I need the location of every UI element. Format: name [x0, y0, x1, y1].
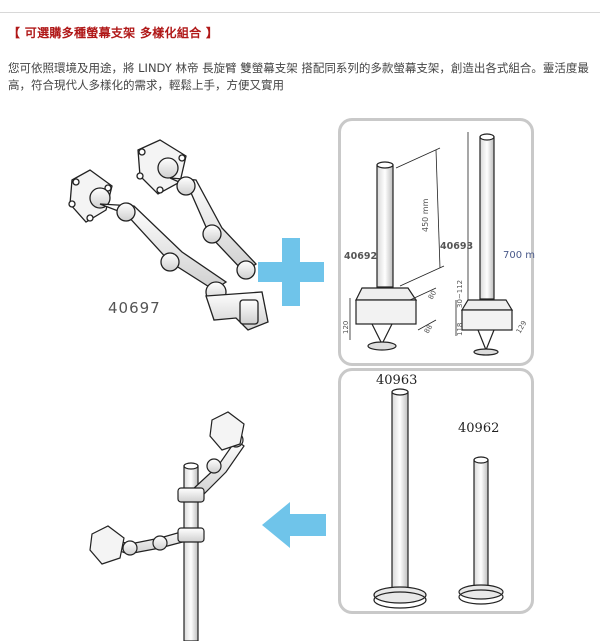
- plus-icon: [258, 238, 324, 306]
- top-divider: [0, 12, 600, 13]
- dim-30-112: 30~112: [456, 280, 464, 308]
- label-40962: 40962: [458, 421, 499, 436]
- dim-80: 80: [427, 289, 438, 301]
- dim-700m: 700 m: [503, 250, 535, 261]
- label-40963: 40963: [376, 373, 417, 388]
- dual-arm-drawing: [68, 139, 269, 331]
- base-poles-drawing: [373, 388, 504, 609]
- dim-120: 120: [342, 321, 350, 334]
- assembled-combination-drawing: [89, 411, 245, 641]
- description-paragraph: 您可依照環境及用途，將 LINDY 林帝 長旋臂 雙螢幕支架 搭配同系列的多款螢…: [8, 61, 589, 92]
- dim-88: 88: [423, 323, 434, 335]
- dim-450mm: 450 mm: [421, 198, 430, 232]
- clamp-poles-drawing: [349, 132, 514, 356]
- section-heading: 【 可選購多種螢幕支架 多樣化組合 】: [8, 26, 219, 40]
- panel-base-poles: [338, 368, 534, 614]
- dim-118: 118: [456, 323, 464, 336]
- dim-129: 129: [515, 319, 529, 335]
- label-40693: 40693: [440, 241, 473, 252]
- label-40697: 40697: [108, 299, 161, 317]
- label-40692: 40692: [344, 251, 377, 262]
- arrow-left-icon: [262, 502, 326, 548]
